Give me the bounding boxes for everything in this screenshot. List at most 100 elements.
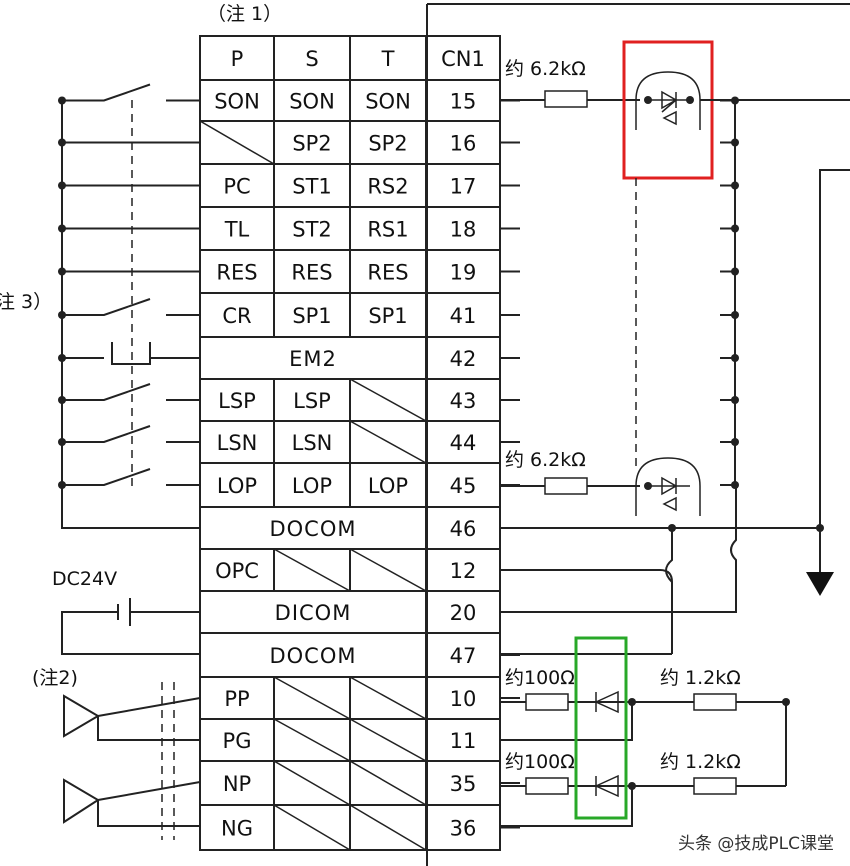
empty-cell-t-11 [349,718,427,762]
supply-label: DC24V [52,568,117,590]
switch-45 [62,468,200,486]
switch-41 [62,298,200,316]
bus-junctions [720,96,739,489]
pulse-driver-pp-pg [63,694,201,741]
empty-cell-t-10 [349,676,427,720]
switch-15 [62,83,200,102]
highlight-box-red [622,40,714,180]
header-t: T [381,47,395,71]
resistor-r1 [544,90,588,108]
cell-p-43: LSP [218,389,256,413]
cell-p-17: PC [223,175,250,199]
cell-p-36: NG [221,817,253,841]
cell-s-44: LSN [292,431,333,455]
empty-cell-t-35 [349,760,427,806]
battery-icon [117,598,131,626]
cell-t-18: RS1 [367,218,408,242]
pin-45: 45 [450,474,477,498]
cable-shield [161,682,175,840]
merged-42: EM2 [289,347,337,371]
wire-ground-up [819,169,850,528]
pin-35: 35 [450,772,477,796]
header-p: P [231,47,244,71]
cell-t-17: RS2 [367,175,408,199]
resistor-r5 [693,693,737,711]
input-switches [58,83,200,489]
pin-20: 20 [450,601,477,625]
cell-s-41: SP1 [292,304,331,328]
switch-42 [62,342,200,365]
cell-t-16: SP2 [368,132,407,156]
resistor-label-r6: 约 1.2kΩ [660,751,741,773]
ground-arrow [806,572,834,596]
pulse-driver-np-ng [63,778,201,827]
pin-44: 44 [450,431,477,455]
cell-p-19: RES [216,261,257,285]
cell-p-41: CR [222,304,251,328]
resistor-label-r4: 约100Ω [505,751,575,773]
resistor-r4 [525,777,569,795]
optocoupler-2 [635,457,701,516]
pin-12: 12 [450,559,477,583]
diode-pp [594,690,619,714]
cell-t-45: LOP [368,474,408,498]
resistor-label-r3: 约100Ω [505,667,575,689]
empty-cell-s-12 [273,548,351,592]
optocoupler-1 [635,71,701,130]
resistor-r2 [544,477,588,495]
note-2: (注2) [32,667,78,689]
cell-s-17: ST1 [292,175,332,199]
cell-s-15: SON [289,90,335,114]
cell-p-44: LSN [217,431,258,455]
note-1: （注 1） [207,3,282,25]
header-cn: CN1 [441,47,485,71]
pin-10: 10 [450,687,477,711]
pin-36: 36 [450,817,477,841]
pin-42: 42 [450,347,477,371]
merged-20: DICOM [275,601,352,625]
cell-s-45: LOP [292,474,332,498]
left-common-bus [61,100,200,529]
empty-cell-p-16 [199,120,275,165]
switch-44 [62,425,200,443]
empty-cell-t-44 [349,420,427,464]
cell-s-16: SP2 [292,132,331,156]
supply-wires [61,611,200,655]
header-s: S [305,47,318,71]
cell-p-18: TL [224,218,250,242]
watermark: 头条 @技成PLC课堂 [674,827,838,856]
empty-cell-t-36 [349,804,427,851]
empty-cell-s-10 [273,676,351,720]
pin-47: 47 [450,644,477,668]
cell-s-18: ST2 [292,218,332,242]
cell-s-43: LSP [293,389,331,413]
cell-p-12: OPC [215,559,259,583]
resistor-label-r1: 约 6.2kΩ [505,58,586,80]
resistor-label-r5: 约 1.2kΩ [660,667,741,689]
pin-46: 46 [450,517,477,541]
empty-cell-s-11 [273,718,351,762]
cell-p-15: SON [214,90,260,114]
cell-s-19: RES [291,261,332,285]
empty-cell-t-12 [349,548,427,592]
resistor-r3 [525,693,569,711]
cell-p-11: PG [223,729,252,753]
note-3: 注 3） [0,291,52,313]
wire-dicom [500,486,737,613]
switch-43 [62,383,200,401]
cell-p-35: NP [223,772,251,796]
cell-p-10: PP [224,687,249,711]
pin-19: 19 [450,261,477,285]
cell-t-41: SP1 [368,304,407,328]
empty-cell-t-43 [349,378,427,422]
cell-p-45: LOP [217,474,257,498]
pin-15: 15 [450,90,477,114]
empty-cell-s-36 [273,804,351,851]
pin-43: 43 [450,389,477,413]
pin-16: 16 [450,132,477,156]
pin-41: 41 [450,304,477,328]
empty-cell-s-35 [273,760,351,806]
merged-47: DOCOM [269,644,356,668]
